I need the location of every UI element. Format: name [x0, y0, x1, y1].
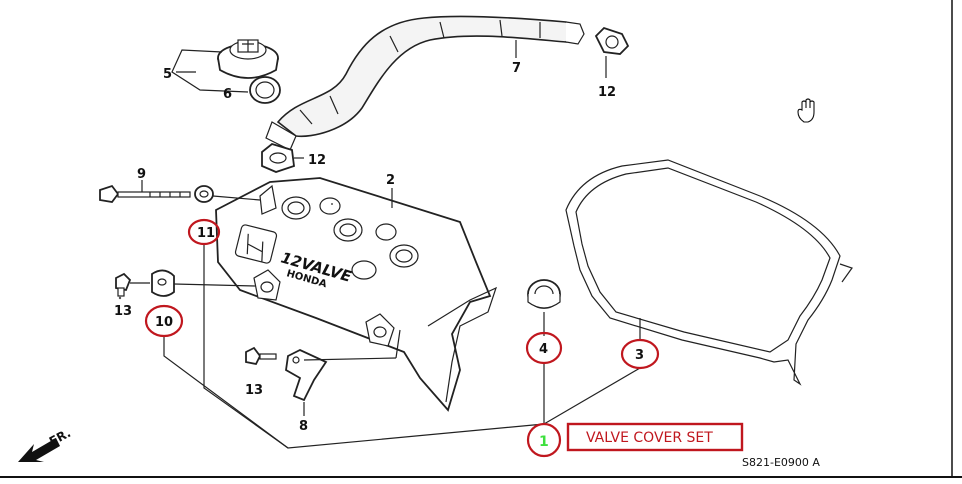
- hose-clamp-lower: [261, 143, 304, 173]
- part-number-9: 9: [137, 167, 146, 182]
- breather-hose: [265, 15, 585, 151]
- part-number-13-upper: 13: [114, 304, 132, 319]
- valve-cover-gasket: [565, 159, 853, 386]
- sealing-washer-11: [194, 185, 214, 203]
- oil-filler-cap: [217, 39, 279, 79]
- part-number-7: 7: [512, 61, 521, 76]
- sealing-washer-10: [151, 269, 175, 297]
- diagram-code: S821-E0900 A: [742, 456, 820, 469]
- part-number-11: 11: [197, 226, 215, 241]
- part-number-12-upper: 12: [598, 85, 616, 100]
- bracket-8: [285, 349, 328, 402]
- leader-3-to-1: [543, 367, 641, 425]
- part-number-8: 8: [299, 419, 308, 434]
- highlight-circle-3: [620, 338, 660, 370]
- hose-clamp-upper: [594, 26, 630, 78]
- annotation-label: VALVE COVER SET: [586, 430, 713, 446]
- part-number-6: 6: [223, 87, 232, 102]
- part-number-2: 2: [386, 173, 395, 188]
- hand-cursor-icon: [797, 98, 815, 123]
- front-arrow-icon: [18, 438, 60, 462]
- bolt-13-upper: [115, 272, 132, 297]
- oil-cap-seal: [249, 76, 281, 104]
- part-number-12-lower: 12: [308, 153, 326, 168]
- part-number-13-lower: 13: [245, 383, 263, 398]
- leader-10-to-1: [163, 336, 289, 449]
- part-number-5: 5: [163, 67, 172, 82]
- part-number-1: 1: [539, 434, 549, 450]
- leader-11-to-1: [203, 244, 545, 449]
- leader-5-6: [171, 49, 249, 93]
- highlight-circle-4: [525, 331, 563, 365]
- highlight-circle-1: [526, 422, 562, 458]
- cover-bolt: [99, 184, 191, 203]
- part-number-4: 4: [539, 342, 548, 357]
- annotation-box: [566, 422, 744, 452]
- part-number-3: 3: [635, 348, 644, 363]
- valve-cover: [215, 177, 498, 412]
- bolt-13-lower: [245, 346, 277, 366]
- plug-tube-seal: [527, 279, 561, 309]
- highlight-circle-11: [187, 218, 221, 246]
- part-number-10: 10: [155, 315, 173, 330]
- front-label: FR.: [47, 426, 73, 449]
- highlight-circle-10: [144, 304, 184, 338]
